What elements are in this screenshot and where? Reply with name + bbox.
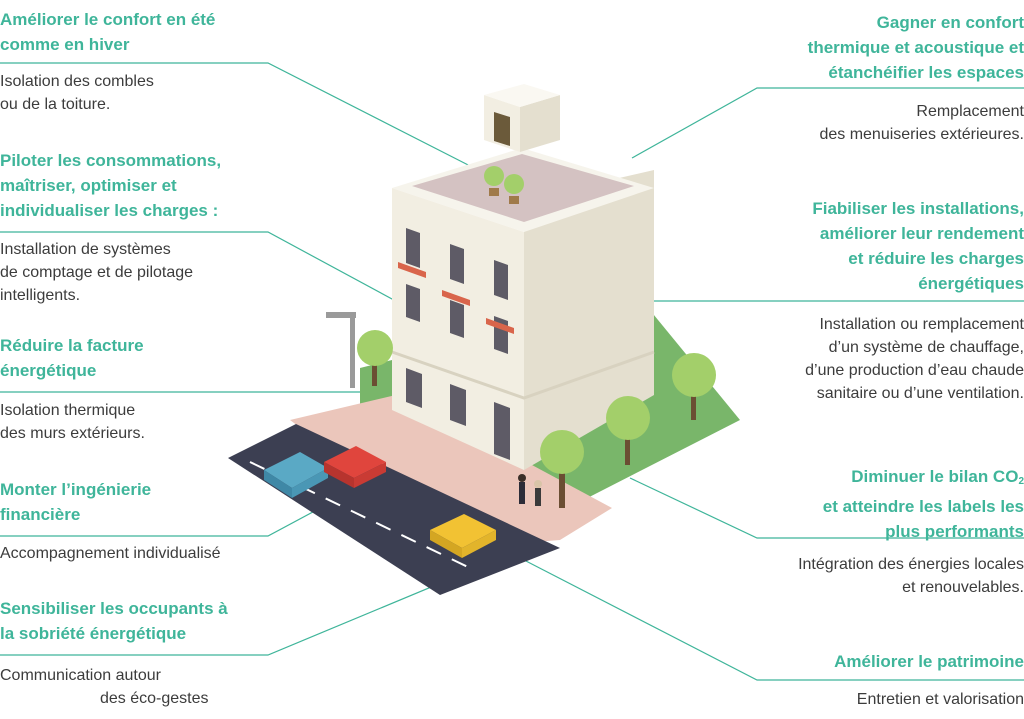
car-blue [264, 452, 328, 498]
roof-planter-1 [489, 188, 499, 196]
right-item-heritage: Améliorer le patrimoine [724, 649, 1024, 674]
left-item-finance: Monter l’ingénierie financière [0, 477, 290, 527]
roof-access-side [520, 95, 560, 152]
left-item-invoice: Réduire la facture énergétique [0, 333, 290, 383]
right-item-windows: Gagner en confort thermique et acoustiqu… [724, 10, 1024, 85]
street-lamp-pole [350, 318, 355, 388]
roof-plant-2 [504, 174, 524, 194]
roof-plant-1 [484, 166, 504, 186]
left-item-invoice-title: Réduire la facture énergétique [0, 336, 144, 380]
left-item-consumption-title: Piloter les consommations, maîtriser, op… [0, 151, 222, 220]
roof-planter-2 [509, 196, 519, 204]
sidewalk [290, 394, 612, 548]
left-item-comfort-title: Améliorer le confort en été comme en hiv… [0, 10, 216, 54]
left-item-consumption-desc: Installation de systèmes de comptage et … [0, 241, 194, 304]
left-item-consumption-desc-block: Installation de systèmes de comptage et … [0, 238, 290, 307]
right-item-heritage-desc-block: Entretien et valorisation [724, 688, 1024, 711]
connector-roof [0, 62, 479, 171]
right-item-windows-desc: Remplacement des menuiseries extérieures… [819, 103, 1024, 143]
right-item-windows-title: Gagner en confort thermique et acoustiqu… [807, 13, 1024, 82]
connector-windows [631, 87, 1024, 159]
left-item-finance-desc-block: Accompagnement individualisé [0, 542, 300, 565]
right-item-energy-desc-block: Intégration des énergies locales et reno… [704, 553, 1024, 599]
roof-access-top [484, 84, 560, 107]
connector-energy [629, 477, 1024, 539]
pedestrians [518, 474, 542, 506]
right-item-heating: Fiabiliser les installations, améliorer … [724, 196, 1024, 296]
right-item-windows-desc-block: Remplacement des menuiseries extérieures… [724, 100, 1024, 146]
right-item-energy-desc: Intégration des énergies locales et reno… [798, 556, 1024, 596]
right-item-energy-title-rest: et atteindre les labels les plus perform… [822, 497, 1024, 541]
left-item-occupants-desc-1: Communication autour [0, 667, 161, 684]
left-item-comfort-desc: Isolation des combles ou de la toiture. [0, 73, 154, 113]
left-item-occupants-title: Sensibiliser les occupants à la sobriété… [0, 599, 228, 643]
left-item-finance-title: Monter l’ingénierie financière [0, 480, 152, 524]
taxi [430, 514, 496, 558]
right-item-energy-title-sub: 2 [1018, 476, 1024, 487]
left-item-finance-desc: Accompagnement individualisé [0, 545, 221, 562]
right-item-heating-desc: Installation ou remplacement d’un systèm… [805, 316, 1024, 402]
street-lamp-head [326, 312, 356, 318]
left-item-occupants-desc-2: des éco-gestes [100, 690, 209, 707]
connector-meters [0, 231, 419, 314]
roof-door [494, 112, 510, 146]
right-item-heating-title: Fiabiliser les installations, améliorer … [812, 199, 1024, 293]
right-item-heritage-desc: Entretien et valorisation [856, 691, 1024, 708]
right-item-energy: Diminuer le bilan CO2 et atteindre les l… [724, 464, 1024, 544]
left-item-comfort: Améliorer le confort en été comme en hiv… [0, 7, 290, 57]
right-item-heating-desc-block: Installation ou remplacement d’un systèm… [724, 313, 1024, 405]
left-item-occupants: Sensibiliser les occupants à la sobriété… [0, 596, 300, 646]
left-item-comfort-desc-block: Isolation des combles ou de la toiture. [0, 70, 290, 116]
building-side-wall [524, 170, 654, 470]
connector-lines [0, 62, 1024, 681]
right-item-energy-title-prefix: Diminuer le bilan CO [851, 467, 1019, 486]
car-red [324, 446, 386, 488]
flower-boxes [398, 262, 514, 334]
trees [357, 330, 716, 508]
right-item-heritage-title: Améliorer le patrimoine [834, 652, 1024, 671]
left-item-consumption: Piloter les consommations, maîtriser, op… [0, 148, 290, 223]
right-item-energy-title-line1: Diminuer le bilan CO2 [724, 464, 1024, 494]
left-item-invoice-desc-block: Isolation thermique des murs extérieurs. [0, 399, 290, 445]
cornice [391, 350, 655, 400]
connector-heritage [523, 559, 1024, 681]
left-item-occupants-desc-block: Communication autour des éco-gestes [0, 664, 300, 710]
left-item-invoice-desc: Isolation thermique des murs extérieurs. [0, 402, 145, 442]
